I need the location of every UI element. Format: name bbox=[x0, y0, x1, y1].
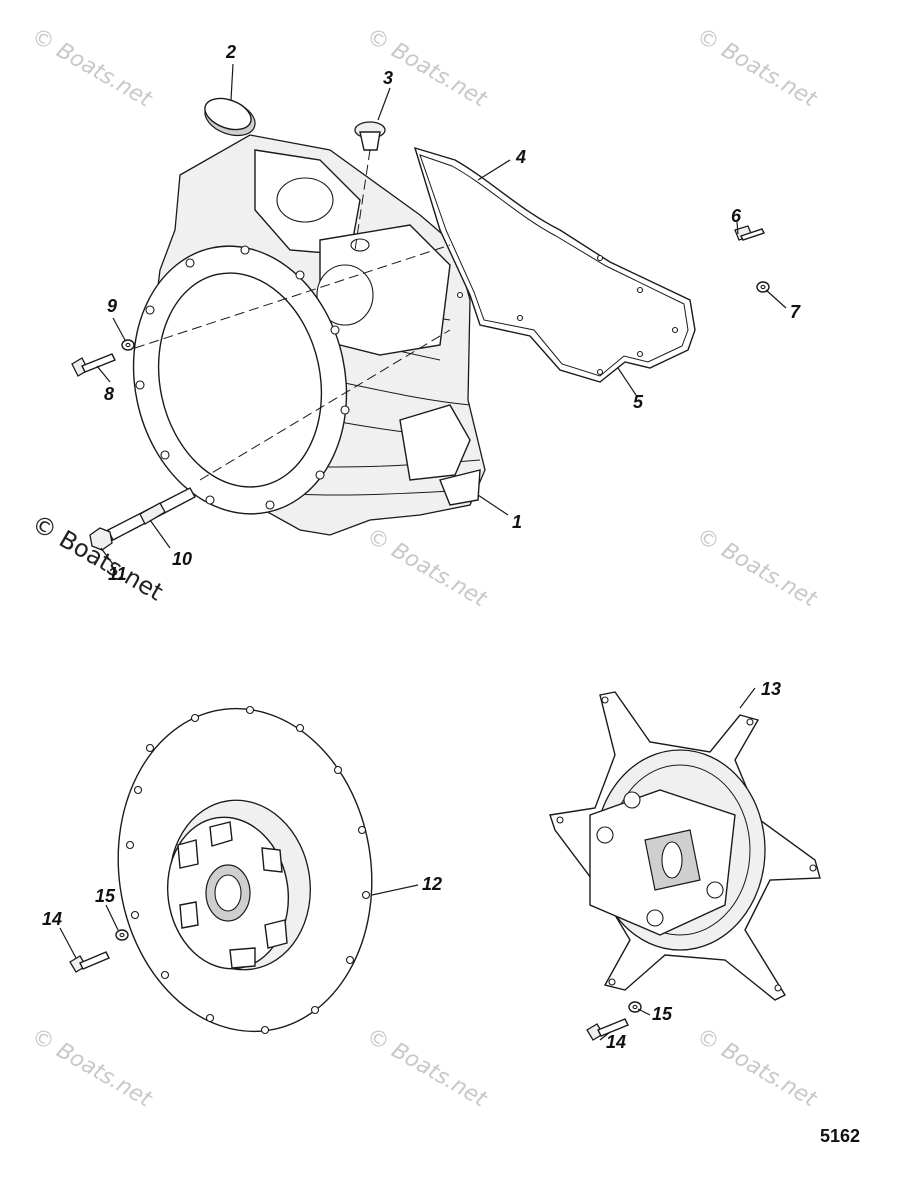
part-9-washer bbox=[121, 339, 135, 351]
part-3-plug bbox=[354, 121, 386, 151]
callout-11: 11 bbox=[108, 564, 127, 584]
part-14-bolt-left bbox=[69, 951, 110, 973]
flange-bolt-holes bbox=[135, 245, 350, 510]
part-15-washer-right bbox=[628, 1001, 642, 1013]
part-15-washer-left bbox=[115, 929, 129, 941]
callout-12: 12 bbox=[422, 874, 442, 894]
callout-1: 1 bbox=[512, 512, 522, 532]
part-2-cap bbox=[204, 97, 256, 137]
callout-14a: 14 bbox=[42, 909, 62, 929]
alignment-lines bbox=[134, 149, 451, 481]
part-4-gasket-plate bbox=[413, 146, 696, 383]
callout-5: 5 bbox=[633, 392, 644, 412]
callout-13: 13 bbox=[761, 679, 781, 699]
callout-14b: 14 bbox=[606, 1032, 626, 1052]
watermark-text: © Boats.net bbox=[692, 1024, 822, 1113]
part-10-stud bbox=[107, 487, 196, 541]
part-7-washer bbox=[756, 281, 770, 293]
callout-15a: 15 bbox=[95, 886, 116, 906]
callout-10: 10 bbox=[172, 549, 192, 569]
callout-4: 4 bbox=[515, 147, 526, 167]
watermark-text: © Boats.net bbox=[27, 1024, 157, 1113]
part-12-flex-plate bbox=[117, 705, 373, 1035]
part-11-nut bbox=[89, 527, 113, 551]
callout-2: 2 bbox=[225, 42, 236, 62]
callout-15b: 15 bbox=[652, 1004, 673, 1024]
watermark-text: © Boats.net bbox=[27, 24, 157, 113]
callout-numbers: 2 3 4 6 7 9 8 5 1 10 11 13 12 14 15 14 1… bbox=[42, 42, 801, 1052]
callout-8: 8 bbox=[104, 384, 114, 404]
part-8-bolt bbox=[71, 353, 116, 377]
callout-7: 7 bbox=[790, 302, 801, 322]
part-14-bolt-right bbox=[586, 1018, 629, 1041]
part-13-coupler bbox=[549, 691, 821, 1001]
diagram-number: 5162 bbox=[820, 1126, 860, 1146]
watermark-text: © Boats.net bbox=[362, 1024, 492, 1113]
part-6-bolt bbox=[734, 225, 765, 241]
watermark-text: © Boats.net bbox=[692, 24, 822, 113]
callout-6: 6 bbox=[731, 206, 742, 226]
watermark-text: © Boats.net bbox=[692, 524, 822, 613]
leader-lines bbox=[59, 63, 787, 1041]
watermark-text: © Boats.net bbox=[362, 24, 492, 113]
callout-3: 3 bbox=[383, 68, 393, 88]
callout-9: 9 bbox=[107, 296, 117, 316]
watermark-text: © Boats.net bbox=[362, 524, 492, 613]
